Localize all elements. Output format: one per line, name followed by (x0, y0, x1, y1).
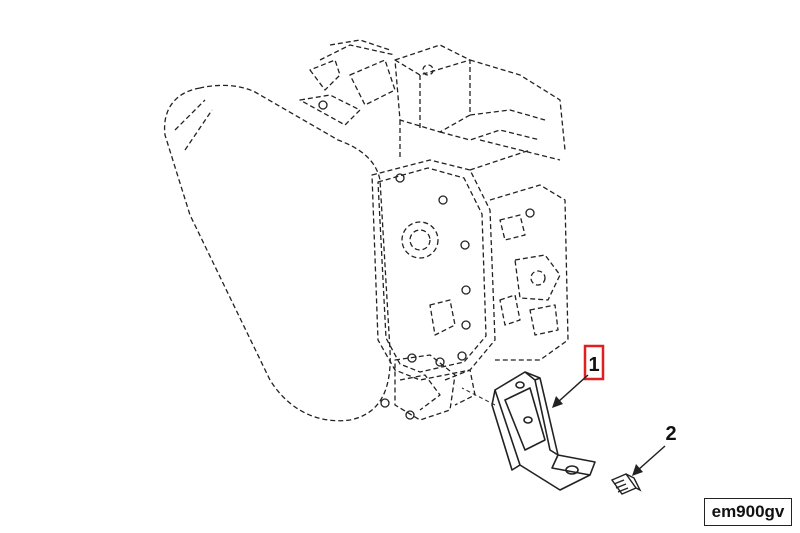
front-cover (371, 159, 496, 381)
radiator-outline (163, 84, 391, 422)
bolt (610, 473, 642, 495)
engine-mount-bracket (491, 371, 596, 491)
callout-1-arrow (552, 374, 589, 408)
callout-1-highlight (583, 344, 605, 381)
callout-1-label: 1 (588, 354, 599, 376)
callout-2-label: 2 (665, 423, 676, 445)
callout-2-arrow (632, 445, 666, 476)
figure-code: em900gv (704, 498, 792, 526)
filter-housing (394, 44, 471, 133)
